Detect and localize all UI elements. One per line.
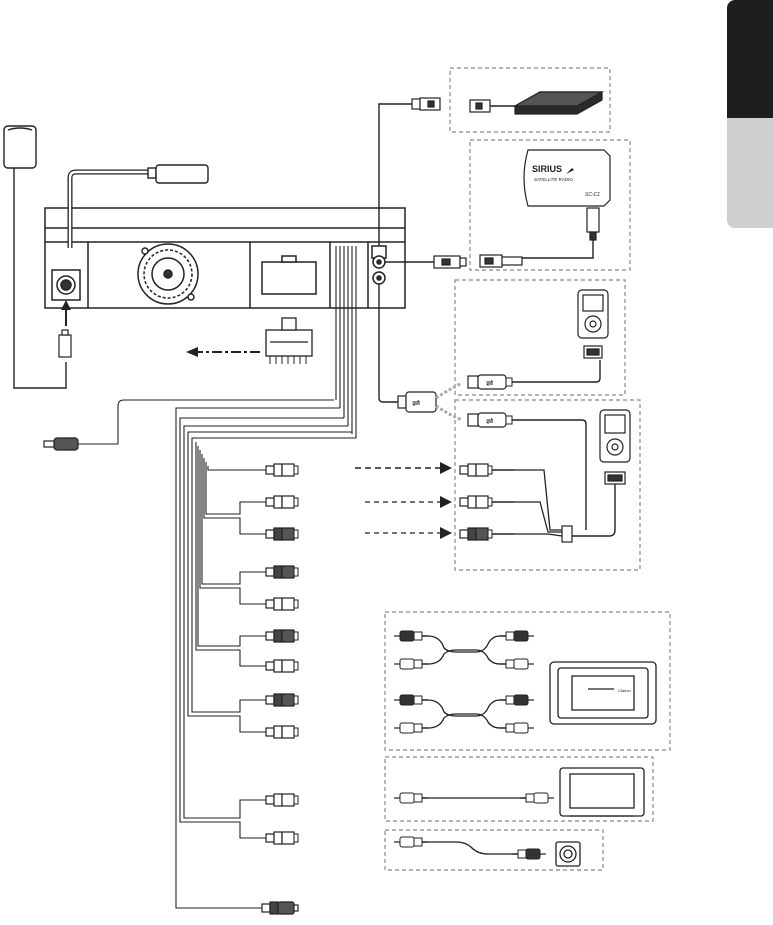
usb-dotted-up	[436, 383, 462, 398]
ipod-rca-right	[460, 528, 492, 540]
usb-main-plug: ⇌	[398, 392, 436, 412]
harness-rca-11	[262, 902, 298, 914]
tuner-plug-left	[412, 98, 440, 110]
remote-plug	[44, 438, 78, 450]
ipod-icon-lower	[600, 410, 630, 484]
harness-rca-5	[266, 630, 298, 642]
gps-antenna-icon	[4, 126, 36, 168]
head-unit	[45, 208, 405, 308]
amp-rca-cables	[394, 631, 534, 733]
harness-rca-3	[266, 566, 298, 578]
harness-rca-2	[266, 528, 298, 540]
sirius-plug-left	[434, 256, 466, 268]
sirius-module: SIRIUS SATELLITE RADIO SC-C1	[524, 150, 610, 206]
sirius-cable	[522, 240, 593, 258]
camera-device	[556, 842, 580, 866]
ipod-breakout	[562, 526, 572, 542]
tuner-device	[515, 92, 602, 114]
harness-arrow-head	[186, 347, 198, 357]
harness-rca-7	[266, 694, 298, 706]
harness-rca-6	[266, 660, 298, 672]
usb-dotted-down	[436, 406, 462, 420]
svg-text:⇌: ⇌	[412, 398, 420, 409]
harness-rca-4	[266, 598, 298, 610]
harness-rca-10	[266, 832, 298, 844]
ipod-dock-cable	[572, 484, 615, 536]
monitor-cable	[394, 793, 554, 803]
harness-bundle	[78, 246, 356, 908]
connection-arrows	[355, 462, 452, 539]
harness-rca-video-out	[266, 464, 298, 476]
antenna-lead-plug	[148, 165, 208, 183]
sirius-model: SC-C1	[585, 192, 600, 198]
camera-cable	[394, 837, 546, 859]
tuner-plug-right	[470, 100, 490, 112]
harness-rca-8	[266, 726, 298, 738]
ipod-rca-left	[460, 496, 492, 508]
ipod-icon-upper	[578, 290, 608, 358]
ipod-rca-video	[460, 464, 492, 476]
sirius-plug-right	[480, 255, 522, 267]
monitor-device	[560, 768, 644, 816]
sirius-brand: SIRIUS	[532, 164, 562, 174]
amplifier-device: Clarion	[550, 662, 656, 724]
harness-rca-1	[266, 496, 298, 508]
harness-rca-9	[266, 794, 298, 806]
sirius-plug	[587, 208, 599, 240]
usb-icon-upper	[468, 375, 512, 389]
gps-plug	[59, 330, 71, 357]
sirius-subtitle: SATELLITE RADIO	[534, 177, 573, 182]
harness-connector	[266, 318, 312, 364]
usb-icon-lower	[468, 413, 512, 427]
amplifier-brand: Clarion	[618, 688, 631, 693]
ipod-upper-cable	[512, 360, 600, 382]
